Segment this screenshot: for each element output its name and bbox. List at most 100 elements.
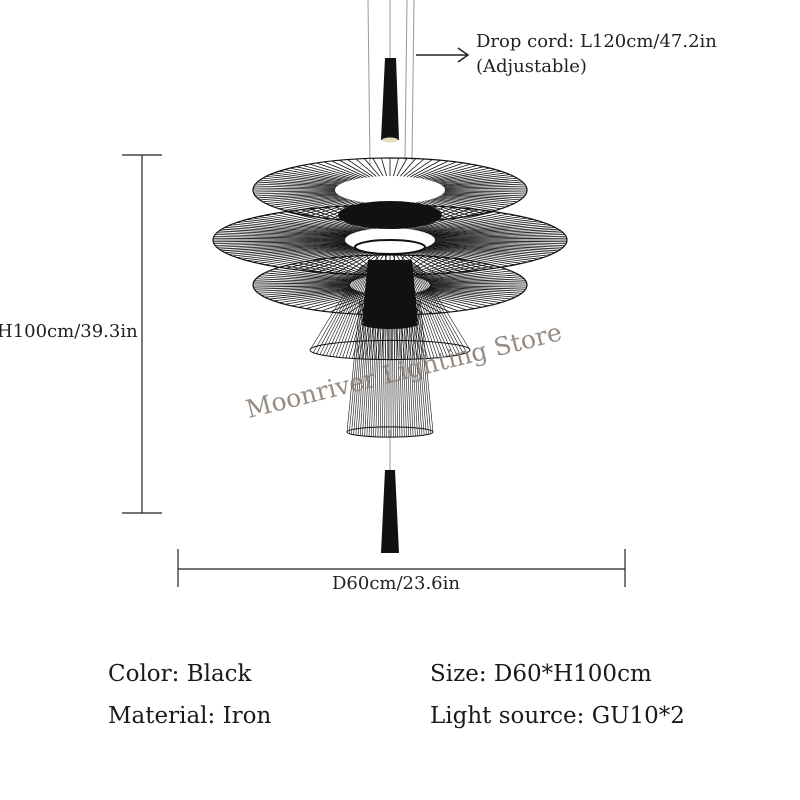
top-disc-spoke (253, 190, 336, 193)
middle-disc-spoke (434, 241, 565, 246)
lower-disc-spoke (429, 280, 526, 285)
lower-disc-spoke (429, 278, 525, 284)
middle-cone-rod (409, 264, 448, 357)
middle-disc-spoke (213, 237, 346, 240)
lower-disc-spoke (279, 290, 358, 304)
top-disc-spoke (432, 169, 496, 182)
middle-disc-spoke (433, 230, 561, 238)
middle-disc-spoke (434, 240, 567, 243)
top-disc-spoke (279, 197, 346, 210)
top-disc-spoke (396, 158, 408, 177)
diameter-dimension (177, 549, 626, 587)
middle-disc-spoke (236, 245, 352, 258)
top-disc-spoke (406, 159, 433, 178)
middle-disc-spoke (219, 242, 347, 250)
middle-disc-spoke (293, 249, 366, 270)
middle-disc-spoke (433, 242, 561, 250)
middle-cone-rod (319, 264, 366, 355)
top-disc-spoke (438, 174, 511, 184)
top-disc-spoke (424, 164, 478, 180)
middle-disc-spoke (309, 250, 370, 272)
lower-disc-spoke (273, 289, 357, 302)
middle-disc-spoke (343, 251, 379, 275)
middle-cone-rod (417, 264, 471, 351)
middle-disc-spoke (236, 222, 352, 235)
top-disc-spoke (430, 167, 490, 181)
middle-disc-spoke (412, 250, 479, 271)
lower-disc-spoke (418, 291, 489, 307)
middle-disc-spoke (301, 250, 368, 271)
top-disc-spoke (442, 193, 521, 201)
top-disc (252, 157, 528, 223)
middle-disc-spoke (232, 223, 350, 235)
middle-disc-spoke (219, 230, 347, 238)
top-disc-spoke (372, 158, 384, 177)
middle-disc-spoke (246, 219, 354, 234)
top-disc-spoke (302, 200, 356, 216)
middle-disc-spoke (213, 240, 346, 245)
top-disc-spoke (296, 166, 353, 181)
lower-disc-spoke (428, 276, 522, 283)
middle-disc-spoke (418, 248, 502, 268)
lower-disc-spoke (291, 291, 362, 307)
middle-cone-rod (316, 264, 365, 354)
top-disc-spoke (444, 192, 525, 197)
middle-disc-spoke (431, 243, 556, 253)
bottom-pendant-cone (381, 470, 399, 553)
middle-disc-spoke (424, 217, 528, 233)
lower-disc-spoke (255, 286, 351, 292)
middle-disc-spoke (252, 217, 356, 233)
middle-disc-spoke (428, 245, 544, 258)
middle-disc-spoke (430, 223, 548, 235)
middle-disc-spoke (215, 241, 346, 246)
middle-disc-spoke (428, 222, 544, 235)
middle-disc-spoke (213, 240, 346, 243)
lower-disc-spoke (426, 288, 516, 298)
top-disc-spoke (274, 197, 344, 208)
middle-disc-spoke (224, 227, 349, 237)
top-disc-spoke (434, 197, 501, 210)
top-disc-spoke (436, 172, 506, 183)
middle-disc-spoke (264, 248, 359, 266)
middle-cone-rod (413, 264, 458, 356)
top-disc-spoke (393, 157, 399, 177)
lower-disc-spoke (268, 270, 355, 281)
top-disc-spoke (430, 199, 490, 213)
middle-cone-rod (410, 264, 451, 357)
middle-disc-spoke (420, 248, 509, 267)
middle-disc-spoke (215, 234, 346, 239)
height-dimension (122, 154, 162, 514)
top-disc-spoke (444, 185, 526, 189)
top-disc-spoke (427, 166, 484, 181)
middle-disc-spoke (213, 235, 346, 240)
top-disc-spoke (416, 161, 457, 179)
lower-disc-spoke (427, 274, 519, 282)
top-disc-spoke (436, 197, 506, 208)
top-disc-spoke (309, 163, 358, 180)
lower-cone-rod (351, 299, 364, 435)
top-disc-spoke (290, 199, 350, 213)
middle-disc-spoke (424, 247, 528, 263)
lower-disc-spoke (254, 280, 351, 285)
middle-disc-spoke (418, 212, 502, 232)
middle-disc-spoke (434, 234, 565, 239)
middle-disc-spoke (426, 246, 534, 261)
middle-disc-spoke (399, 251, 428, 275)
top-disc-spoke (419, 201, 464, 218)
lower-disc-spoke (423, 268, 507, 281)
middle-cone-rod (313, 264, 364, 353)
lower-disc-spoke (258, 276, 352, 283)
lower-disc-spoke (412, 292, 467, 311)
top-disc-spoke (262, 177, 339, 186)
lower-disc-spoke (258, 287, 352, 294)
spec-size: Size: D60*H100cm (430, 661, 652, 687)
middle-disc-spoke (423, 216, 522, 233)
top-disc-spoke (269, 174, 342, 184)
drop-cord-adjustable-label: (Adjustable) (476, 56, 587, 77)
lower-cone-rod (419, 299, 434, 433)
middle-cone-rod (414, 264, 461, 355)
top-pendant-light (382, 137, 398, 143)
top-disc-spoke (254, 191, 336, 195)
lower-cone-rod (346, 299, 361, 433)
drop-cords (367, 0, 415, 472)
